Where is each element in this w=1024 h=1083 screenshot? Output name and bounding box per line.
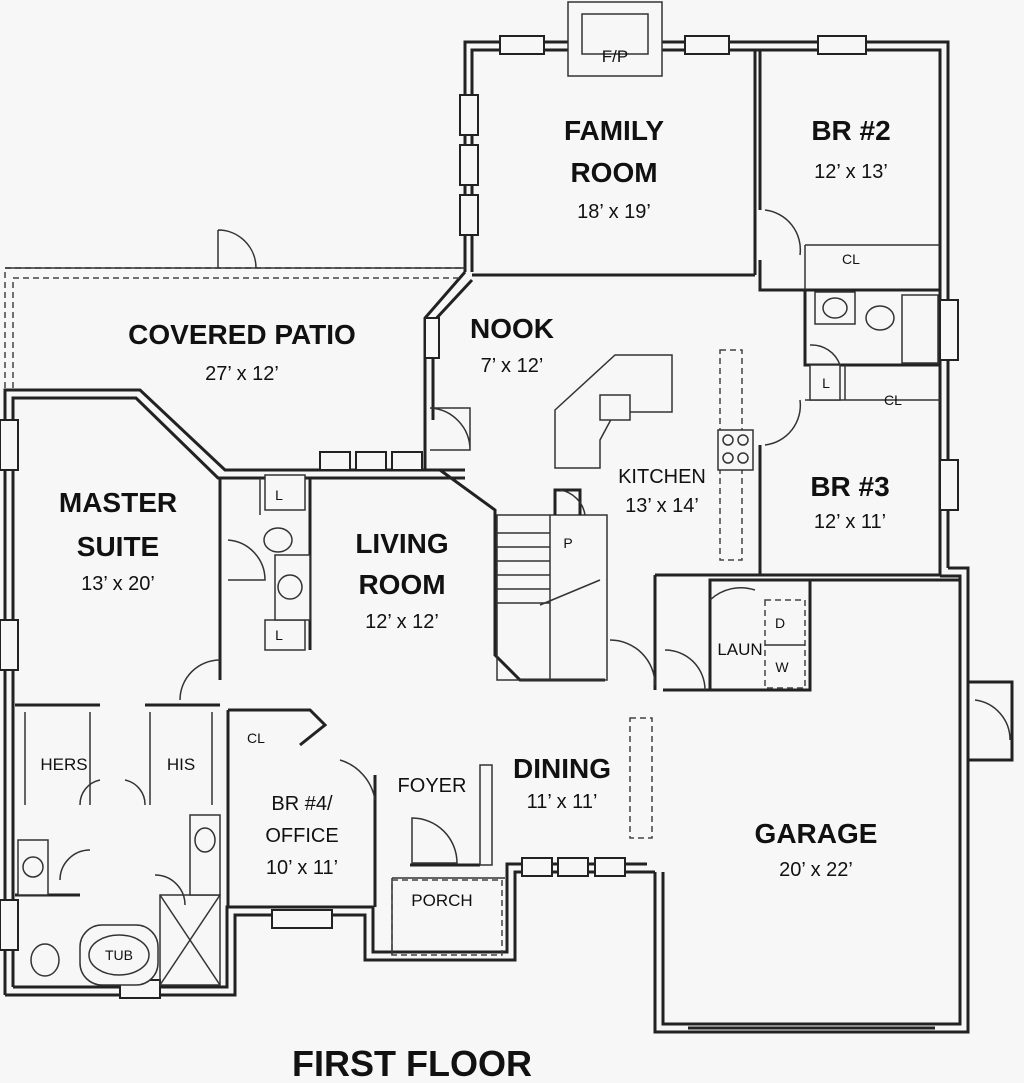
dining-name: DINING (513, 753, 611, 784)
master-suite-dim: 13’ x 20’ (81, 573, 155, 595)
covered-patio-name: COVERED PATIO (128, 319, 356, 350)
cooktop (717, 429, 754, 471)
garage-dim: 20’ x 22’ (779, 859, 853, 881)
br4-name-1: BR #4/ (271, 793, 333, 815)
washer-label: W (775, 659, 789, 675)
garage-name: GARAGE (755, 818, 878, 849)
covered-patio-dim: 27’ x 12’ (205, 363, 279, 385)
pantry-label: P (563, 535, 572, 551)
br2-name: BR #2 (811, 115, 890, 146)
family-room-name-2: ROOM (570, 157, 657, 188)
master-suite-name-2: SUITE (77, 531, 159, 562)
kitchen-name: KITCHEN (618, 466, 706, 488)
linen-label-br3: L (822, 375, 830, 391)
fireplace-label: F/P (602, 47, 628, 66)
kitchen-dim: 13’ x 14’ (625, 495, 699, 517)
br4-dim: 10’ x 11’ (266, 857, 338, 879)
br4-name-2: OFFICE (265, 825, 338, 847)
doors (59, 209, 1011, 906)
fireplace (567, 1, 663, 77)
br3-name: BR #3 (810, 471, 889, 502)
dryer-label: D (775, 615, 785, 631)
hers-closet-label: HERS (40, 755, 87, 774)
interior-walls (15, 50, 960, 986)
living-room-name-1: LIVING (355, 528, 448, 559)
fixtures (17, 291, 939, 1030)
dining-dim: 11’ x 11’ (527, 791, 598, 813)
family-room-dim: 18’ x 19’ (577, 201, 651, 223)
plan-title: FIRST FLOOR (292, 1043, 532, 1083)
porch-label: PORCH (411, 891, 472, 910)
his-closet-label: HIS (167, 755, 195, 774)
linen-label-hall-2: L (275, 627, 283, 643)
nook-dim: 7’ x 12’ (481, 355, 544, 377)
room-labels: F/P FAMILY ROOM 18’ x 19’ BR #2 12’ x 13… (40, 47, 902, 1083)
laundry-label: LAUN (717, 640, 762, 659)
br2-dim: 12’ x 13’ (814, 161, 888, 183)
br3-dim: 12’ x 11’ (814, 511, 886, 533)
living-room-dim: 12’ x 12’ (365, 611, 439, 633)
staircase (496, 514, 608, 681)
foyer-label: FOYER (398, 775, 467, 797)
covered-patio-outline (4, 267, 465, 388)
living-room-name-2: ROOM (358, 569, 445, 600)
nook-name: NOOK (470, 313, 554, 344)
br3-closet-label: CL (884, 392, 902, 408)
master-suite-name-1: MASTER (59, 487, 177, 518)
family-room-name-1: FAMILY (564, 115, 664, 146)
br4-closet-label: CL (247, 730, 265, 746)
tub-label: TUB (105, 947, 133, 963)
br2-closet-label: CL (842, 251, 860, 267)
windows (0, 35, 959, 999)
linen-label-hall-1: L (275, 487, 283, 503)
